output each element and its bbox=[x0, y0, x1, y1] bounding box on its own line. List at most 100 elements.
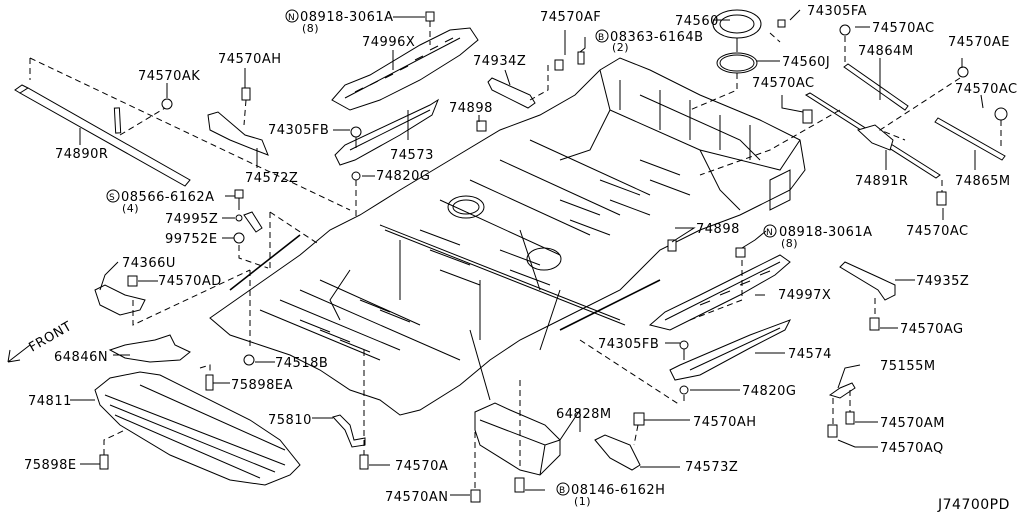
sill-74574 bbox=[579, 319, 792, 406]
label-74570AG: 74570AG bbox=[900, 322, 964, 337]
bracket-74366U bbox=[94, 269, 251, 350]
svg-text:08918-3061A: 08918-3061A bbox=[300, 10, 394, 25]
label-74811: 74811 bbox=[28, 394, 72, 409]
svg-text:(4): (4) bbox=[122, 202, 139, 215]
n-circle-icon bbox=[763, 224, 777, 238]
svg-text:B: B bbox=[559, 486, 566, 496]
label-74305FB-top: 74305FB bbox=[268, 123, 329, 138]
label-74570AC-4: 74570AC bbox=[906, 224, 969, 239]
label-75810: 75810 bbox=[268, 413, 312, 428]
bar-74865M bbox=[878, 66, 1008, 161]
clip-74305FA bbox=[777, 19, 786, 28]
rail-74890R bbox=[14, 57, 351, 211]
svg-text:(2): (2) bbox=[612, 41, 629, 54]
label-08918-3061A-right: N 08918-3061A (8) bbox=[763, 224, 872, 250]
label-74570AC-2: 74570AC bbox=[955, 82, 1018, 97]
label-99752E: 99752E bbox=[165, 232, 218, 247]
svg-text:(8): (8) bbox=[302, 22, 319, 35]
label-74572Z: 74572Z bbox=[245, 171, 298, 186]
label-08918-3061A-top: N 08918-3061A (8) bbox=[285, 9, 394, 35]
bracket-75810 bbox=[332, 414, 366, 448]
label-74570AF: 74570AF bbox=[540, 10, 601, 25]
label-74934Z: 74934Z bbox=[473, 54, 526, 69]
label-74997X: 74997X bbox=[778, 288, 831, 303]
label-74820G-bottom: 74820G bbox=[742, 384, 796, 399]
clip-74898 bbox=[476, 120, 487, 132]
box-64828M bbox=[474, 402, 561, 476]
label-74995Z: 74995Z bbox=[165, 212, 218, 227]
svg-text:08363-6164B: 08363-6164B bbox=[610, 30, 704, 45]
svg-text:N: N bbox=[288, 13, 295, 23]
bracket-74935Z bbox=[839, 261, 896, 331]
s-circle-icon bbox=[106, 189, 120, 203]
clip-74518B bbox=[243, 354, 255, 366]
label-74898-top: 74898 bbox=[449, 101, 493, 116]
label-74573: 74573 bbox=[390, 148, 434, 163]
label-74570AH-top: 74570AH bbox=[218, 52, 282, 67]
label-74570A: 74570A bbox=[395, 459, 448, 474]
label-74570AD: 74570AD bbox=[158, 274, 222, 289]
panel-74996X bbox=[331, 11, 479, 111]
b-circle-icon bbox=[595, 29, 609, 43]
label-74570AQ: 74570AQ bbox=[880, 441, 944, 456]
svg-text:08566-6162A: 08566-6162A bbox=[121, 190, 215, 205]
label-75898E: 75898E bbox=[24, 458, 77, 473]
label-74574: 74574 bbox=[788, 347, 832, 362]
label-74366U: 74366U bbox=[122, 256, 176, 271]
bracket-64846N bbox=[108, 334, 191, 363]
label-64828M: 64828M bbox=[556, 407, 612, 422]
bar-74864M bbox=[839, 24, 909, 111]
label-08566-6162A: S 08566-6162A (4) bbox=[106, 189, 215, 215]
label-74935Z: 74935Z bbox=[916, 274, 969, 289]
bolt-08146-6162H bbox=[514, 477, 525, 493]
label-74570AC-3: 74570AC bbox=[752, 76, 815, 91]
label-75155M: 75155M bbox=[880, 359, 936, 374]
clip-74570AN bbox=[470, 489, 481, 503]
label-75898EA: 75898EA bbox=[231, 378, 293, 393]
bolt-08363-6164B bbox=[577, 51, 585, 65]
undercover-74811 bbox=[94, 371, 301, 486]
label-08146-6162H: B 08146-6162H (1) bbox=[556, 482, 665, 508]
label-74570AN: 74570AN bbox=[385, 490, 448, 505]
diagram-code: J74700PD bbox=[937, 497, 1010, 512]
clip-74898-right bbox=[667, 239, 677, 252]
label-74891R: 74891R bbox=[855, 174, 908, 189]
label-74864M: 74864M bbox=[858, 44, 914, 59]
label-74560J: 74560J bbox=[782, 55, 830, 70]
label-74570AM: 74570AM bbox=[880, 416, 945, 431]
panel-74997X bbox=[648, 247, 791, 331]
label-74573Z: 74573Z bbox=[685, 460, 738, 475]
bolt-74570AC-lower bbox=[936, 191, 947, 206]
svg-text:S: S bbox=[109, 193, 115, 203]
clip-74570A bbox=[359, 454, 369, 470]
clip-75898EA bbox=[205, 374, 214, 391]
label-74570AE: 74570AE bbox=[948, 35, 1010, 50]
label-74305FB-bottom: 74305FB bbox=[598, 337, 659, 352]
label-08363-6164B: B 08363-6164B (2) bbox=[595, 29, 704, 54]
bracket-74572Z bbox=[207, 87, 269, 156]
b-circle-icon bbox=[556, 482, 570, 496]
clip-74570AF bbox=[554, 59, 564, 71]
clip-75898E bbox=[99, 454, 109, 470]
svg-text:B: B bbox=[598, 33, 605, 43]
n-circle-icon bbox=[285, 9, 299, 23]
fastener-stack-left bbox=[233, 189, 321, 269]
label-74898-right: 74898 bbox=[696, 222, 740, 237]
floor-panel bbox=[209, 57, 806, 416]
leader-lines bbox=[70, 9, 984, 496]
label-74560: 74560 bbox=[675, 14, 719, 29]
bracket-75155M bbox=[827, 382, 856, 438]
sill-74573 bbox=[334, 98, 440, 220]
label-74996X: 74996X bbox=[362, 35, 415, 50]
bar-74891R bbox=[804, 92, 941, 179]
svg-text:(8): (8) bbox=[781, 237, 798, 250]
front-arrow-icon bbox=[7, 344, 31, 363]
label-74890R: 74890R bbox=[55, 147, 108, 162]
label-74518B: 74518B bbox=[275, 356, 328, 371]
label-74570AK: 74570AK bbox=[138, 69, 200, 84]
label-64846N: 64846N bbox=[54, 350, 108, 365]
label-74570AH-bottom: 74570AH bbox=[693, 415, 757, 430]
bracket-74934Z bbox=[487, 65, 549, 109]
part-labels: 74570AK 74570AH 74890R 74572Z 74305FB 74… bbox=[24, 4, 1018, 508]
